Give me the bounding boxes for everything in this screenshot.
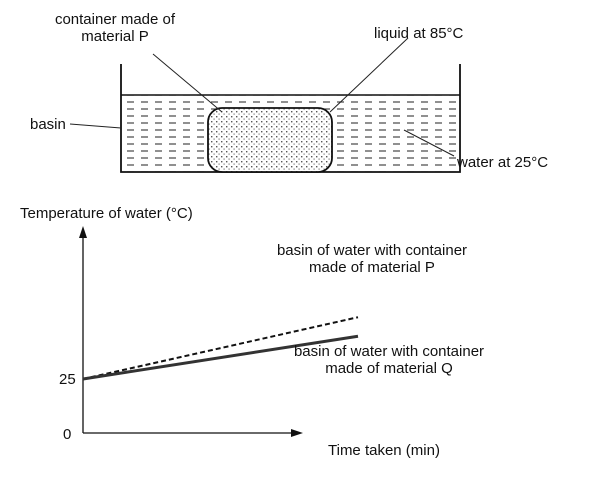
y-tick-label-0: 0 (63, 426, 72, 443)
series-label-q: basin of water with container made of ma… (264, 343, 514, 377)
basin-label: basin (30, 116, 66, 133)
y-tick-label-25: 25 (59, 371, 76, 388)
series-label-p-line1: basin of water with container (276, 242, 468, 259)
container-label: container made of material P (50, 11, 180, 45)
series-label-q-line2: made of material Q (325, 360, 453, 377)
liquid-label: liquid at 85°C (374, 25, 464, 42)
basin-leader-line (69, 123, 122, 129)
series-line-material-p (82, 316, 359, 380)
x-axis-arrow (291, 429, 303, 437)
series-layer (82, 316, 359, 381)
series-label-q-line1: basin of water with container (293, 343, 485, 360)
series-line-material-q (82, 334, 359, 381)
water-leader-line (403, 129, 455, 157)
x-axis-label: Time taken (min) (328, 442, 440, 459)
series-label-p-line2: made of material P (309, 259, 435, 276)
container-label-line1: container made of (54, 11, 176, 28)
container-material-p (207, 107, 333, 173)
liquid-leader-line (329, 37, 409, 113)
y-axis-label: Temperature of water (°C) (20, 205, 193, 222)
container-leader-line (152, 53, 223, 113)
water-label: water at 25°C (457, 154, 549, 171)
series-label-p: basin of water with container made of ma… (247, 242, 497, 276)
y-axis-arrow (79, 226, 87, 238)
container-label-line2: material P (81, 28, 149, 45)
